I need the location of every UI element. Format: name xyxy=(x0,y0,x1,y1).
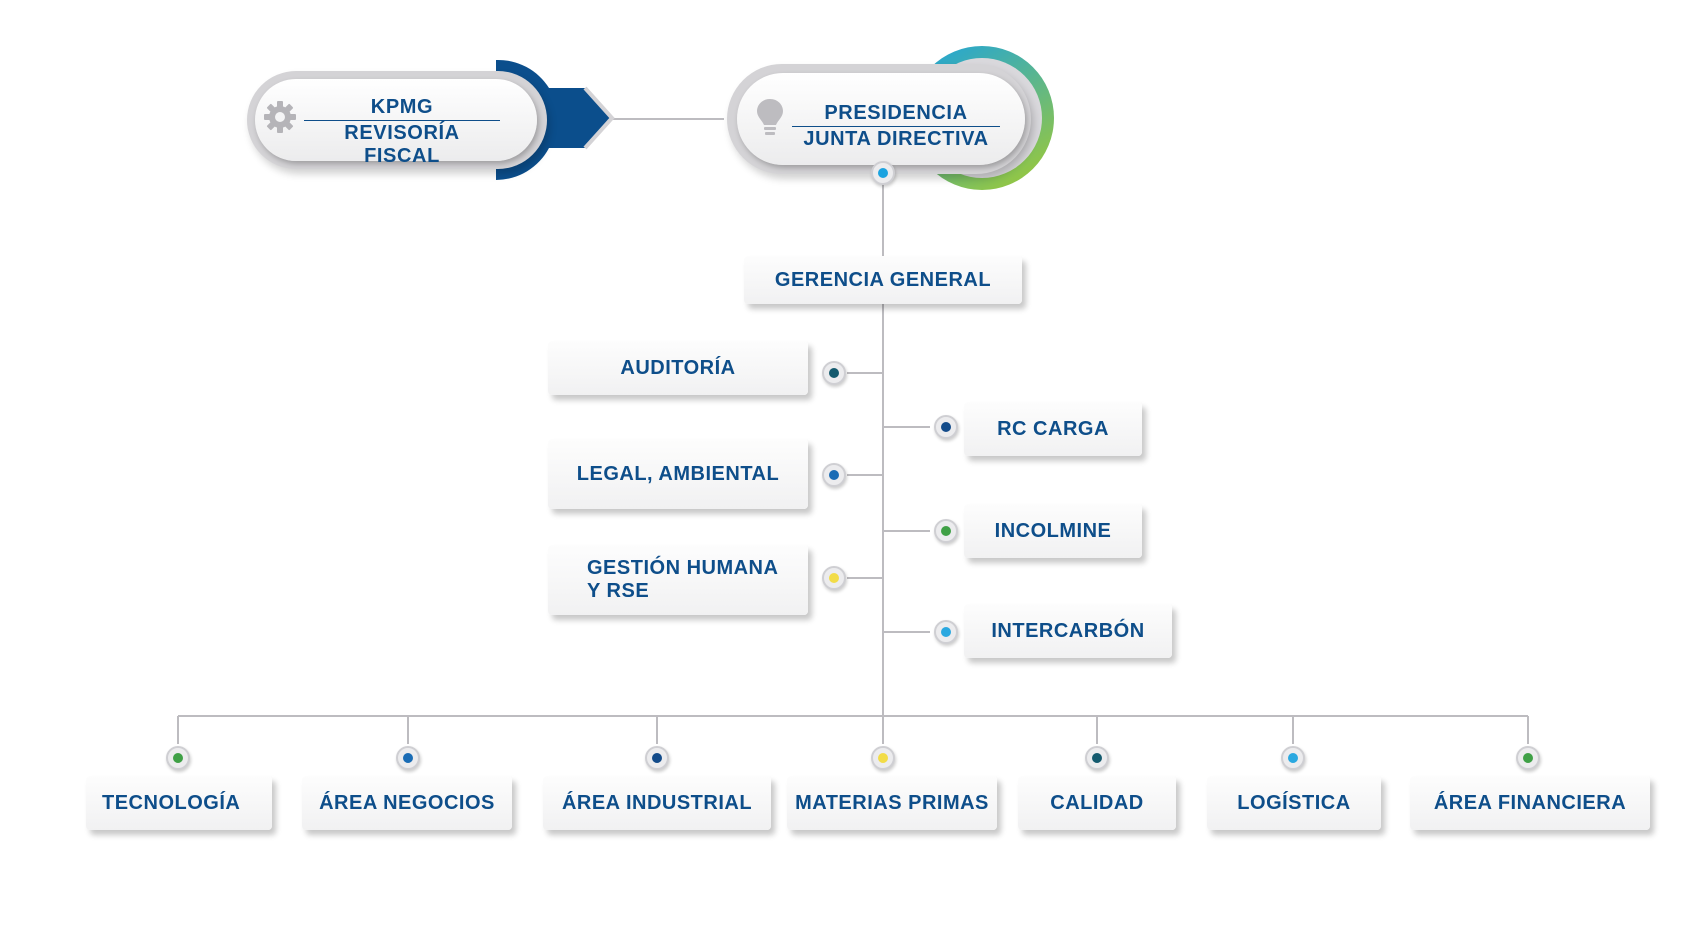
unit-label: CALIDAD xyxy=(1050,791,1144,814)
dot-gestion-humana xyxy=(822,566,846,590)
presidencia-pill-inner xyxy=(737,73,1025,165)
dot-tecnologia xyxy=(166,746,190,770)
unit-label: MATERIAS PRIMAS xyxy=(795,791,989,814)
unit-label: ÁREA NEGOCIOS xyxy=(319,791,495,814)
dot-intercarbon xyxy=(934,620,958,644)
unit-label: RC CARGA xyxy=(997,417,1109,440)
presidencia-connector-dot xyxy=(871,161,895,185)
dot-calidad xyxy=(1085,746,1109,770)
dot-area-negocios xyxy=(396,746,420,770)
unit-label: LEGAL, AMBIENTAL xyxy=(576,462,780,485)
kpmg-line2: REVISORÍA FISCAL xyxy=(344,122,460,167)
unit-calidad[interactable]: CALIDAD xyxy=(1018,776,1176,830)
dot-legal-ambiental xyxy=(822,463,846,487)
dot-rc-carga xyxy=(934,415,958,439)
unit-area-industrial[interactable]: ÁREA INDUSTRIAL xyxy=(543,776,771,830)
presidencia-line1: PRESIDENCIA xyxy=(824,102,968,124)
dot-incolmine xyxy=(934,519,958,543)
dot-logistica xyxy=(1281,746,1305,770)
unit-label: INTERCARBÓN xyxy=(991,619,1145,642)
unit-materias-primas[interactable]: MATERIAS PRIMAS xyxy=(787,776,997,830)
unit-rc-carga[interactable]: RC CARGA xyxy=(964,402,1142,456)
presidencia-label: PRESIDENCIA JUNTA DIRECTIVA xyxy=(792,102,1000,151)
gear-icon xyxy=(264,101,296,133)
unit-logistica[interactable]: LOGÍSTICA xyxy=(1207,776,1381,830)
kpmg-label: KPMG REVISORÍA FISCAL xyxy=(304,96,500,168)
unit-label: LOGÍSTICA xyxy=(1237,791,1351,814)
kpmg-line1: KPMG xyxy=(370,96,434,118)
dot-area-financiera xyxy=(1516,746,1540,770)
unit-tecnologia[interactable]: TECNOLOGÍA xyxy=(86,776,272,830)
unit-label: AUDITORÍA xyxy=(620,356,736,379)
unit-intercarbon[interactable]: INTERCARBÓN xyxy=(964,604,1172,658)
lightbulb-icon xyxy=(757,99,783,135)
unit-area-financiera[interactable]: ÁREA FINANCIERA xyxy=(1410,776,1650,830)
dot-materias-primas xyxy=(871,746,895,770)
unit-area-negocios[interactable]: ÁREA NEGOCIOS xyxy=(302,776,512,830)
dot-auditoria xyxy=(822,361,846,385)
gerencia-general-box[interactable]: GERENCIA GENERAL xyxy=(744,256,1022,304)
unit-label: INCOLMINE xyxy=(994,519,1112,542)
unit-auditoria[interactable]: AUDITORÍA xyxy=(548,341,808,395)
unit-incolmine[interactable]: INCOLMINE xyxy=(964,504,1142,558)
unit-gestion-humana[interactable]: GESTIÓN HUMANA Y RSE xyxy=(548,545,808,615)
presidencia-line2: JUNTA DIRECTIVA xyxy=(803,128,989,150)
unit-legal-ambiental[interactable]: LEGAL, AMBIENTAL xyxy=(548,439,808,509)
dot-area-industrial xyxy=(645,746,669,770)
gerencia-general-label: GERENCIA GENERAL xyxy=(774,268,992,291)
unit-label: GESTIÓN HUMANA Y RSE xyxy=(587,557,779,602)
unit-label: ÁREA FINANCIERA xyxy=(1433,791,1627,814)
unit-label: ÁREA INDUSTRIAL xyxy=(561,791,753,814)
unit-label: TECNOLOGÍA xyxy=(102,791,241,814)
